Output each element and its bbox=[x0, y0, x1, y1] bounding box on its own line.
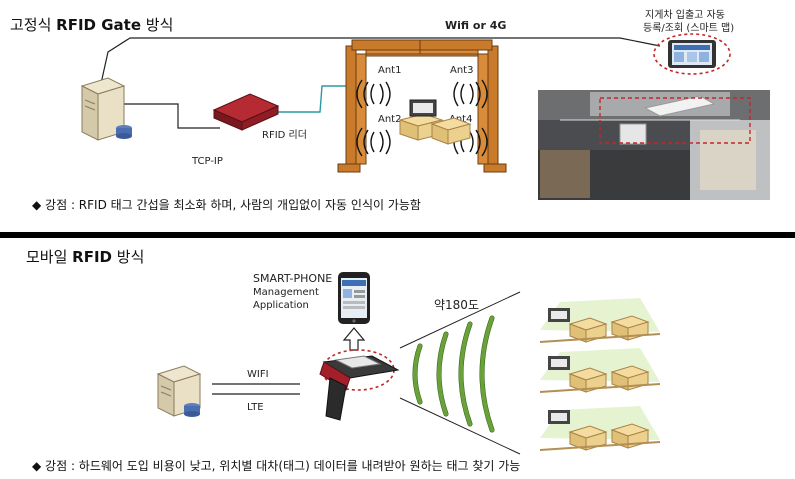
scan-waves bbox=[412, 315, 495, 433]
forklift-tablet-icon bbox=[668, 40, 716, 68]
pallet-row-1 bbox=[539, 298, 661, 343]
handheld-scanner-icon bbox=[319, 355, 400, 421]
lte-label: LTE bbox=[247, 402, 264, 413]
scan-angle-line-lower bbox=[399, 397, 521, 455]
rfid-reader-icon bbox=[212, 93, 280, 131]
fixed-gate-strength: ◆ 강점 : RFID 태그 간섭을 최소화 하며, 사람의 개입없이 자동 인… bbox=[32, 198, 421, 212]
fixed-gate-diagram bbox=[80, 33, 770, 200]
fixed-gate-title: 고정식 RFID Gate 방식 bbox=[10, 14, 173, 35]
mobile-rfid-title: 모바일 RFID 방식 bbox=[26, 246, 144, 267]
gate-pallet-boxes bbox=[398, 99, 472, 145]
pallet-row-3 bbox=[539, 406, 661, 451]
rfid-gate-frame bbox=[337, 39, 507, 173]
antenna-label-1: Ant1 bbox=[378, 65, 402, 76]
server-icon-bottom bbox=[156, 365, 202, 417]
forklift-terminal-highlight bbox=[653, 33, 731, 75]
server-to-reader-line bbox=[122, 103, 220, 129]
app-label-line2: Application bbox=[253, 300, 309, 311]
pallet-row-2 bbox=[539, 348, 661, 393]
upload-arrow-icon bbox=[342, 327, 366, 351]
antenna-label-2: Ant2 bbox=[378, 114, 402, 125]
scan-angle-label: 약180도 bbox=[434, 298, 479, 312]
scan-angle-line-upper bbox=[399, 291, 521, 349]
antenna-label-4: Ant4 bbox=[449, 114, 473, 125]
tcpip-label: TCP-IP bbox=[192, 156, 223, 167]
section-divider bbox=[0, 232, 795, 238]
fixed-gate-title-bold: RFID Gate bbox=[56, 16, 142, 34]
smartphone-icon bbox=[338, 272, 370, 324]
server-icon-top bbox=[80, 77, 132, 141]
forklift-label-line2: 등록/조회 (스마트 맵) bbox=[643, 23, 735, 34]
warehouse-photo bbox=[538, 90, 770, 200]
mobile-rfid-strength: ◆ 강점 : 하드웨어 도입 비용이 낮고, 위치별 대차(태그) 데이터를 내… bbox=[32, 459, 521, 473]
mobile-rfid-diagram bbox=[156, 272, 661, 455]
reader-to-gate-line bbox=[270, 85, 350, 113]
server-to-cloud-line bbox=[99, 37, 661, 89]
mobile-rfid-title-prefix: 모바일 bbox=[26, 248, 73, 266]
fixed-gate-title-suffix: 방식 bbox=[141, 16, 174, 34]
antenna-label-3: Ant3 bbox=[450, 65, 474, 76]
forklift-label-line1: 지게차 입출고 자동 bbox=[645, 10, 725, 21]
wifi-label: WIFI bbox=[247, 369, 269, 380]
mobile-rfid-title-suffix: 방식 bbox=[112, 248, 145, 266]
fixed-gate-title-prefix: 고정식 bbox=[10, 16, 57, 34]
mobile-rfid-title-bold: RFID bbox=[72, 248, 113, 266]
wifi-4g-label: Wifi or 4G bbox=[445, 19, 507, 32]
smartphone-label: SMART-PHONE bbox=[253, 272, 333, 285]
rfid-reader-label: RFID 리더 bbox=[262, 130, 307, 141]
app-label-line1: Management bbox=[253, 287, 319, 298]
